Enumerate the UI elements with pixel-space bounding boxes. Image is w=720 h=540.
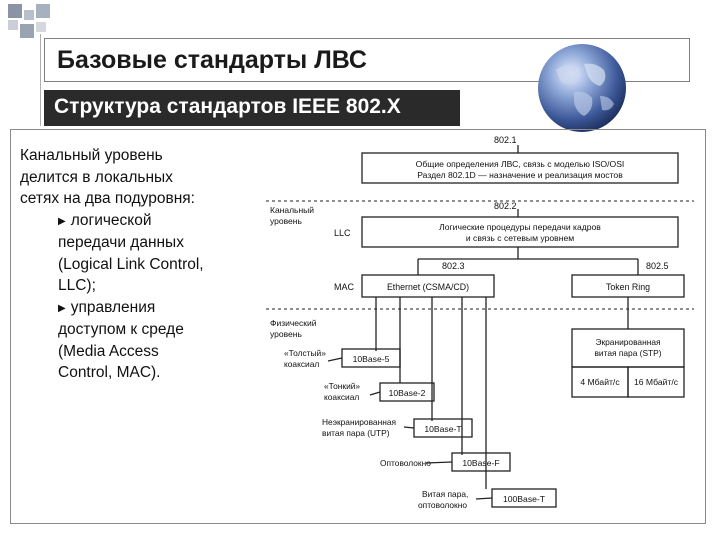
list-item-mac-line-3: (Media Access: [58, 342, 159, 360]
list-item-mac-line-2: доступом к среде: [58, 321, 184, 338]
list-item-llc: ▶логической: [20, 210, 250, 233]
llc-label: LLC: [334, 228, 351, 238]
data-link-label-line-1: Канальный: [270, 205, 314, 215]
label-10base-5: 10Base-5: [353, 354, 390, 364]
globe-icon: [538, 44, 626, 132]
decor-square-6: [36, 22, 46, 32]
box-ethernet: [361, 274, 495, 298]
thick-coax-line-1: «Толстый»: [284, 348, 326, 358]
label-10base-t: 10Base-T: [424, 424, 462, 434]
twisted-fiber-line-2: оптоволокно: [418, 500, 467, 510]
triangle-bullet-icon: ▶: [58, 215, 66, 227]
box-llc-line-1: Логические процедуры передачи кадров: [439, 222, 601, 232]
decor-square-1: [8, 4, 22, 18]
label-802-1: 802.1: [494, 135, 517, 145]
content-frame: [10, 129, 706, 524]
label-10base-f: 10Base-F: [462, 458, 499, 468]
physical-label-line-1: Физический: [270, 318, 317, 328]
box-802-1-line-2: Раздел 802.1D — назначение и реализация …: [417, 170, 623, 180]
label-802-2: 802.2: [494, 201, 517, 211]
box-llc: [361, 216, 679, 248]
thin-coax-line-2: коаксиал: [324, 392, 359, 402]
fiber-label: Оптоволокно: [380, 458, 431, 468]
page-subtitle: Структура стандартов IEEE 802.X: [54, 95, 401, 118]
label-100base-t: 100Base-T: [503, 494, 546, 504]
stp-line-1: Экранированная: [595, 337, 660, 347]
box-speed-16: [627, 366, 685, 398]
box-802-1-line-1: Общие определения ЛВС, связь с моделью I…: [416, 159, 625, 169]
stp-line-2: витая пара (STP): [594, 348, 661, 358]
data-link-label-line-2: уровень: [270, 216, 302, 226]
list-item-llc-line-3: (Logical Link Control,: [58, 255, 204, 273]
decor-vertical-line: [40, 34, 41, 126]
description-line-2: делится в локальных: [20, 168, 173, 186]
label-speed-16: 16 Мбайт/с: [634, 377, 679, 387]
decor-square-4: [8, 20, 18, 30]
thick-coax-line-2: коаксиал: [284, 359, 319, 369]
list-item-llc-line-4: LLC);: [58, 277, 96, 294]
twisted-fiber-line-1: Витая пара,: [422, 489, 468, 499]
list-item-mac: ▶управления: [20, 297, 250, 320]
subtitle-bar: Структура стандартов IEEE 802.X: [44, 90, 460, 126]
decor-square-2: [24, 10, 34, 20]
label-802-5: 802.5: [646, 261, 669, 271]
description-line-3: сетях на два подуровня:: [20, 190, 195, 207]
mac-label: MAC: [334, 282, 355, 292]
label-speed-4: 4 Мбайт/с: [580, 377, 620, 387]
utp-line-2: витая пара (UTP): [322, 428, 390, 438]
list-item-mac-line-4: Control, MAC).: [58, 364, 161, 381]
description-text: Канальный уровень делится в локальных се…: [20, 145, 250, 384]
box-802-1: [361, 152, 679, 184]
ieee-802-diagram: 802.1 Общие определения ЛВС, связь с мод…: [266, 135, 694, 510]
decor-square-3: [36, 4, 50, 18]
label-802-3: 802.3: [442, 261, 465, 271]
label-10base-2: 10Base-2: [389, 388, 426, 398]
list-item-llc-line-2: передачи данных: [58, 234, 184, 251]
page-title: Базовые стандарты ЛВС: [57, 46, 367, 74]
token-ring-label: Token Ring: [606, 282, 650, 292]
physical-label-line-2: уровень: [270, 329, 302, 339]
thin-coax-line-1: «Тонкий»: [324, 381, 360, 391]
utp-line-1: Неэкранированная: [322, 417, 396, 427]
description-line-1: Канальный уровень: [20, 147, 163, 164]
ethernet-label: Ethernet (CSMA/CD): [387, 282, 469, 292]
decor-square-5: [20, 24, 34, 38]
triangle-bullet-icon: ▶: [58, 302, 66, 314]
box-llc-line-2: и связь с сетевым уровнем: [466, 233, 574, 243]
